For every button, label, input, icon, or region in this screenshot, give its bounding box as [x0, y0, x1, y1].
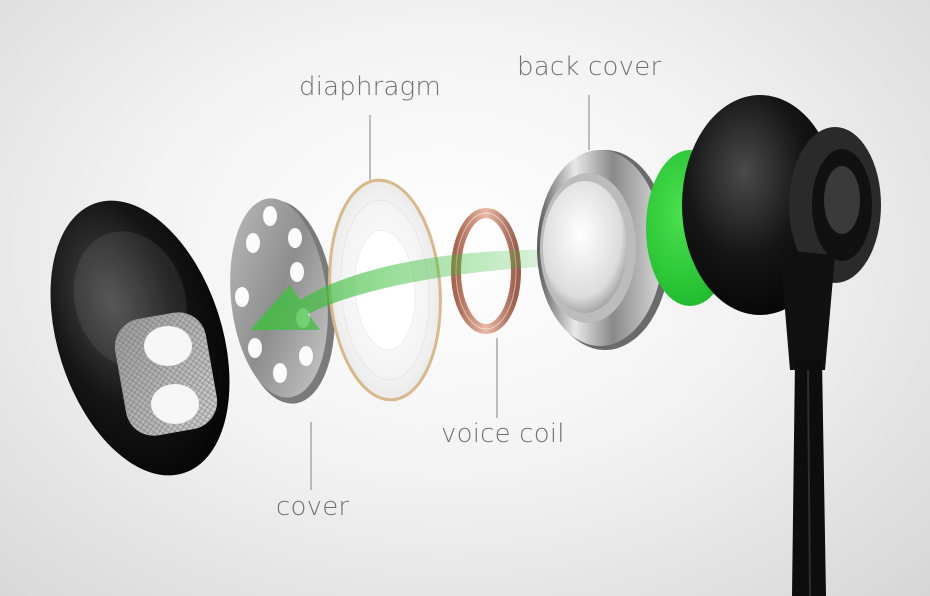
label-back-cover: back cover	[517, 52, 661, 82]
label-cover: cover	[276, 492, 349, 522]
earphone-body	[682, 95, 881, 596]
label-diaphragm: diaphragm	[299, 72, 441, 102]
earbud-shell	[18, 178, 262, 499]
label-voice-coil: voice coil	[441, 419, 565, 449]
